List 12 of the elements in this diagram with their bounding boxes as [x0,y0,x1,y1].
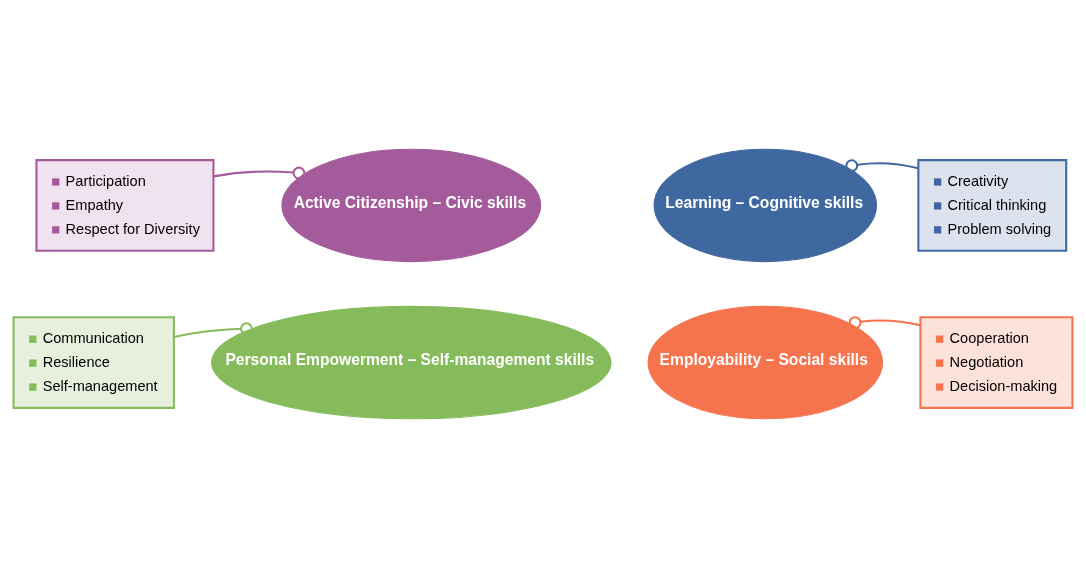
node-ellipse: Active Citizenship – Civic skills [281,148,542,262]
node-ellipse: Employability – Social skills [647,305,884,419]
node-box: Cooperation Negotiation Decision-making [919,315,1074,409]
connector [845,158,919,172]
connector [173,321,253,338]
node-box: Participation Empathy Respect for Diversity [35,158,215,252]
connector [213,166,306,179]
node-box: Communication Resilience Self-management [12,315,175,409]
node-ellipse: Learning – Cognitive skills [653,148,878,262]
node-box: Creativity Critical thinking Problem solving [917,158,1068,252]
connector [848,315,921,329]
node-ellipse: Personal Empowerment – Self-management skills [210,305,612,419]
